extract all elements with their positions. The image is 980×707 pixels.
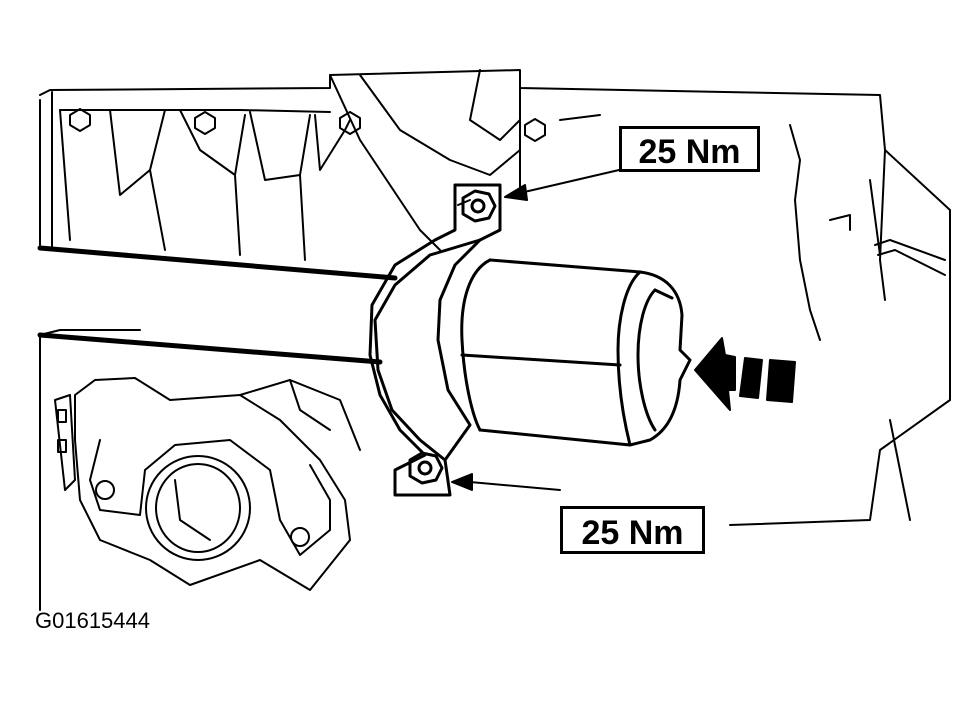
exhaust-pipe <box>37 245 398 365</box>
figure-id: G01615444 <box>35 608 150 633</box>
manifold-flange <box>39 329 361 591</box>
direction-arrow-icon <box>694 337 796 411</box>
catalytic-converter <box>460 258 692 447</box>
engine-block-outline <box>39 69 951 611</box>
nut-icon <box>408 189 497 485</box>
torque-callout-top: 25 Nm <box>619 126 760 172</box>
exhaust-clamp <box>368 183 502 497</box>
torque-callout-bottom: 25 Nm <box>560 506 705 554</box>
leader-arrows <box>451 169 620 491</box>
nut-icon <box>69 108 546 142</box>
